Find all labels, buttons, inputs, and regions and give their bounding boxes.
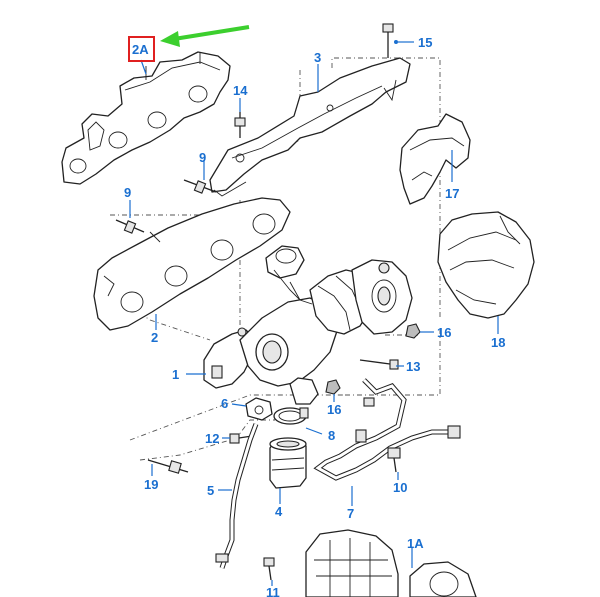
- callout-12[interactable]: 12: [205, 431, 219, 446]
- oil-feed-gasket: [245, 397, 273, 421]
- oil-return-bolt: [263, 557, 275, 581]
- callout-9-lower[interactable]: 9: [124, 185, 131, 200]
- callout-labels: 2A 3 15 14 9 17 9 18 2 16 1 13 6 16 8 12…: [124, 35, 505, 597]
- callout-3[interactable]: 3: [314, 50, 321, 65]
- leader-lines: [129, 40, 499, 586]
- callout-2a[interactable]: 2A: [132, 42, 149, 57]
- turbo-heat-shield-upper: [399, 113, 471, 205]
- turbocharger-assembly: [203, 245, 413, 405]
- banjo-bolt: [387, 447, 401, 473]
- green-pointer-arrow: [160, 25, 250, 47]
- callout-15[interactable]: 15: [418, 35, 432, 50]
- highlight-box: [128, 36, 155, 62]
- callout-11[interactable]: 11: [266, 585, 280, 597]
- callout-19[interactable]: 19: [144, 477, 158, 492]
- hose-clamp: [273, 407, 309, 425]
- callout-18[interactable]: 18: [491, 335, 505, 350]
- stud-lower: [115, 219, 145, 234]
- long-stud: [147, 459, 189, 474]
- callout-16-upper[interactable]: 16: [437, 325, 451, 340]
- callout-7[interactable]: 7: [347, 506, 354, 521]
- engine-block-corner: [305, 529, 477, 597]
- exhaust-manifold-heat-shield: [61, 51, 231, 185]
- stud-upper: [183, 179, 217, 194]
- callout-6[interactable]: 6: [221, 396, 228, 411]
- callout-16-lower[interactable]: 16: [327, 402, 341, 417]
- turbo-support-bracket: [209, 57, 411, 197]
- callout-13[interactable]: 13: [406, 359, 420, 374]
- oil-return-pipe: [215, 423, 259, 569]
- callout-1a[interactable]: 1A: [407, 536, 424, 551]
- callout-17[interactable]: 17: [445, 186, 459, 201]
- turbo-bolt: [359, 359, 399, 370]
- nut-outlet: [325, 379, 341, 395]
- exhaust-manifold-gasket: [93, 197, 291, 331]
- turbo-heat-shield-lower: [437, 211, 535, 319]
- callout-1[interactable]: 1: [172, 367, 179, 382]
- nut-compressor: [405, 323, 421, 339]
- callout-8[interactable]: 8: [328, 428, 335, 443]
- callout-2[interactable]: 2: [151, 330, 158, 345]
- callout-9-upper[interactable]: 9: [199, 150, 206, 165]
- oil-feed-pipe: [313, 378, 461, 481]
- turbo-outlet-hose: [269, 437, 307, 489]
- callout-5[interactable]: 5: [207, 483, 214, 498]
- bracket-stud: [234, 112, 246, 138]
- callout-4[interactable]: 4: [275, 504, 283, 519]
- bracket-bolt: [382, 23, 394, 58]
- callout-10[interactable]: 10: [393, 480, 407, 495]
- callout-14[interactable]: 14: [233, 83, 248, 98]
